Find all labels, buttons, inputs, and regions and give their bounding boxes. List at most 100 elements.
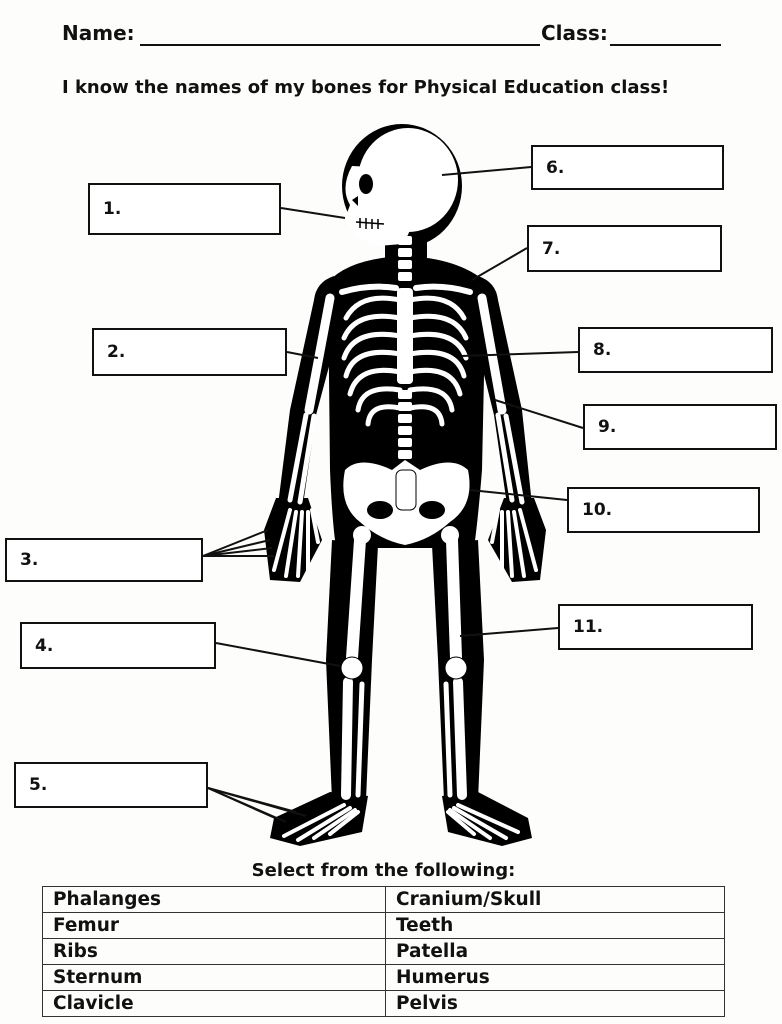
word-bank-term: Teeth	[385, 912, 725, 939]
rib	[347, 367, 403, 397]
left-ulna	[297, 413, 317, 505]
name-label: Name:	[62, 21, 135, 45]
rib	[407, 367, 463, 397]
rib	[407, 331, 469, 361]
answer-box-number: 6.	[546, 157, 565, 178]
answer-box-9[interactable]: 9.	[583, 404, 777, 450]
left-finger	[272, 508, 292, 572]
leader-line-1	[280, 207, 346, 219]
pelvis-hole	[367, 501, 393, 519]
left-fibula	[355, 681, 365, 798]
answer-box-4[interactable]: 4.	[20, 622, 216, 669]
table-row: Clavicle Pelvis	[42, 990, 725, 1017]
class-blank[interactable]	[610, 44, 721, 46]
right-toe	[448, 808, 492, 840]
word-bank-term: Phalanges	[42, 886, 386, 913]
left-radius	[287, 412, 309, 503]
leader-line-4	[215, 642, 341, 667]
answer-box-1[interactable]: 1.	[88, 183, 281, 235]
rib	[341, 313, 403, 341]
rib	[407, 313, 469, 341]
answer-box-5[interactable]: 5.	[14, 762, 208, 808]
answer-box-number: 8.	[593, 340, 612, 360]
left-clavicle	[339, 283, 399, 295]
right-toe	[446, 810, 476, 836]
answer-box-11[interactable]: 11.	[558, 604, 753, 650]
rib	[365, 404, 403, 427]
pelvis-hole	[419, 501, 445, 519]
answer-box-6[interactable]: 6.	[531, 145, 724, 190]
vertebra	[398, 414, 412, 423]
word-bank-table: Phalanges Cranium/Skull Femur Teeth Ribs…	[42, 886, 725, 1017]
right-finger	[506, 510, 514, 578]
answer-box-3[interactable]: 3.	[5, 538, 203, 582]
right-femur	[446, 534, 462, 664]
hand-bones	[272, 508, 538, 578]
vertebra	[398, 272, 412, 281]
answer-box-10[interactable]: 10.	[567, 487, 760, 533]
left-toe	[282, 803, 346, 838]
leader-line-6	[441, 166, 532, 176]
right-toe	[456, 803, 520, 834]
bones	[272, 128, 538, 842]
teeth	[355, 218, 385, 229]
rib	[407, 349, 467, 379]
right-finger	[518, 508, 538, 572]
right-hip-joint	[441, 526, 459, 544]
leader-line-8	[461, 351, 579, 357]
leader-lines	[202, 166, 584, 823]
right-patella	[444, 656, 468, 680]
nose-cavity	[352, 196, 358, 206]
rib	[407, 404, 445, 427]
class-label: Class:	[541, 21, 608, 45]
leader-line-9	[494, 399, 584, 429]
right-ulna	[503, 413, 525, 505]
word-bank-title: Select from the following:	[251, 860, 516, 881]
foot-bones	[282, 803, 520, 842]
vertebra	[398, 450, 412, 459]
answer-box-2[interactable]: 2.	[92, 328, 287, 376]
right-radius	[495, 412, 515, 503]
answer-box-number: 5.	[29, 775, 48, 795]
sternum	[397, 288, 413, 384]
answer-box-number: 7.	[542, 238, 561, 259]
leader-line-5b	[207, 787, 287, 823]
vertebra	[398, 260, 412, 269]
answer-box-8[interactable]: 8.	[578, 327, 773, 373]
name-blank[interactable]	[140, 44, 540, 46]
left-hip-joint	[353, 526, 371, 544]
right-toe	[452, 806, 508, 840]
ribcage	[341, 295, 469, 427]
rib	[355, 386, 403, 413]
table-row: Phalanges Cranium/Skull	[42, 886, 725, 913]
leader-line-3b	[202, 539, 271, 557]
leader-line-3a	[202, 529, 269, 557]
instruction-text: I know the names of my bones for Physica…	[62, 77, 670, 98]
table-row: Femur Teeth	[42, 912, 725, 939]
right-fibula	[443, 681, 453, 798]
left-thumb	[310, 508, 320, 544]
answer-box-number: 4.	[35, 635, 54, 656]
vertebra	[398, 390, 412, 399]
leader-line-11	[459, 627, 559, 637]
table-row: Ribs Patella	[42, 938, 725, 965]
word-bank-term: Clavicle	[42, 990, 386, 1017]
clavicles	[339, 283, 473, 295]
eye-socket	[359, 174, 373, 194]
right-tibia	[453, 677, 467, 800]
word-bank-term: Sternum	[42, 964, 386, 991]
rib	[343, 295, 403, 321]
table-row: Sternum Humerus	[42, 964, 725, 991]
left-femur	[346, 534, 366, 664]
leader-line-10	[469, 489, 568, 501]
vertebra	[398, 438, 412, 447]
word-bank-term: Patella	[385, 938, 725, 965]
answer-box-number: 3.	[20, 550, 39, 570]
rib	[343, 349, 403, 379]
spine	[398, 236, 412, 459]
answer-box-7[interactable]: 7.	[527, 225, 722, 272]
answer-box-number: 1.	[103, 199, 122, 219]
word-bank-term: Humerus	[385, 964, 725, 991]
right-clavicle	[413, 283, 473, 295]
